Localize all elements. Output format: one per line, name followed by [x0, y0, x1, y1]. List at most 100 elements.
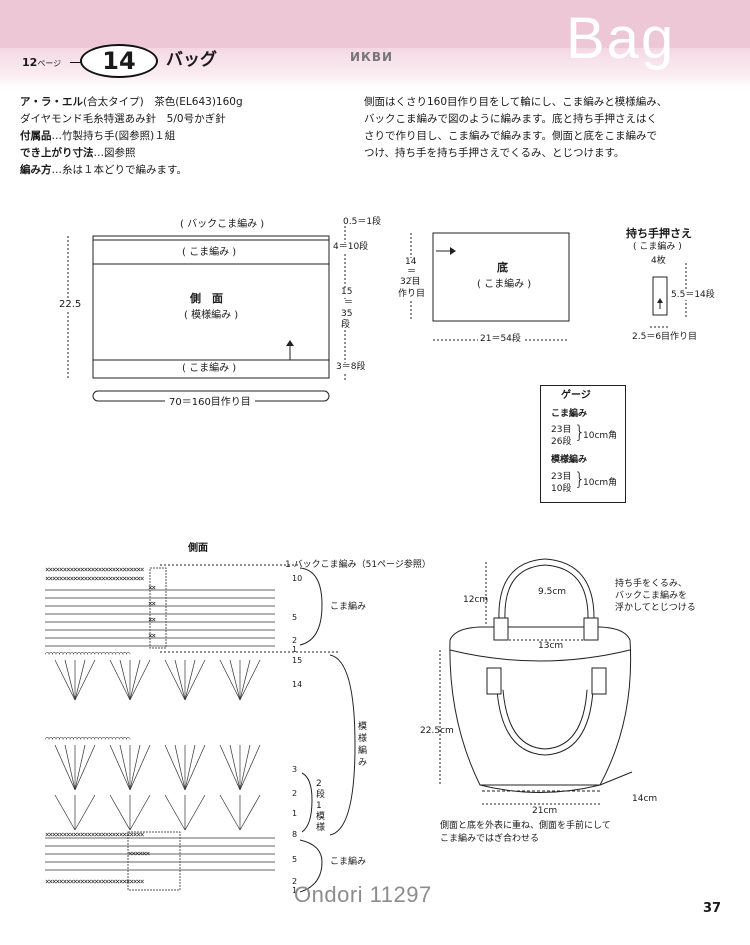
- material-size: でき上がり寸法…図参照: [20, 148, 136, 159]
- gauge-box: ゲージ こま編み 23目 26段 } 10cm角 模様編み 23目 10段 } …: [540, 385, 626, 503]
- bottom-height-2: ＝: [407, 267, 417, 277]
- chart-section-mid-1: 模: [358, 722, 368, 732]
- material-method: 編み方…糸は１本どりで編みます。: [20, 165, 187, 176]
- chart-row-1-bottom: ××××××××××××××××××××××××××××: [45, 877, 144, 886]
- chart-section-bottom: こま編み: [330, 857, 367, 867]
- stamp-text: ИКВИ: [350, 50, 394, 64]
- chart-row-label-1a: 1: [292, 645, 298, 654]
- chart-row-label-5b: 5: [292, 855, 298, 864]
- chart-row-label-14: 14: [292, 680, 303, 689]
- side-band2-label: ( こま編み ): [182, 363, 237, 374]
- pattern-title: バッグ: [166, 50, 217, 70]
- side-row-3c: 35: [341, 309, 353, 319]
- material-size-label: でき上がり寸法: [20, 147, 94, 159]
- chart-repeat-1: 2: [316, 779, 322, 789]
- chart-section-mid-3: 編: [358, 746, 368, 756]
- chart-row-label-1b: 1: [292, 809, 298, 818]
- chart-row-label-3: 3: [292, 765, 298, 774]
- chart-row-label-10: 10: [292, 574, 303, 583]
- instruction-line-2: バックこま編みで図のように編みます。底と持ち手押さえはく: [364, 113, 657, 125]
- chart-section-mid-4: み: [358, 758, 368, 768]
- chart-row-label-2b: 2: [292, 789, 298, 798]
- bag-note1-line2: バックこま編みを: [615, 591, 688, 601]
- side-row-3a: 15: [341, 287, 353, 297]
- material-hook-text: ダイヤモンド毛糸特選あみ針 5/0号かぎ針: [20, 113, 226, 125]
- bottom-stitch: ( こま編み ): [477, 279, 532, 290]
- page-ref-unit: ページ: [37, 59, 62, 68]
- chart-row-back-sc: ××××××××××××××××××××××××××××: [45, 565, 144, 574]
- material-accessory-text: …竹製持ち手(図参照)１組: [51, 130, 176, 142]
- chart-row-15: ⌒⌒⌒⌒⌒⌒⌒⌒⌒⌒⌒⌒⌒⌒⌒⌒⌒⌒⌒⌒⌒⌒⌒⌒: [45, 649, 130, 658]
- gauge-stitch2-c: 10cm角: [583, 478, 618, 488]
- bottom-name: 底: [497, 261, 508, 274]
- chart-row-label-15: 15: [292, 656, 303, 665]
- instruction-line-3: さりで作り目し、こま編みで編みます。側面と底をこま編みで: [364, 130, 657, 142]
- chart-row-label-2a: 2: [292, 636, 298, 645]
- chart-col-d: ××: [148, 631, 156, 640]
- chart-row-4: ⌒⌒⌒⌒⌒⌒⌒⌒⌒⌒⌒⌒⌒⌒⌒⌒⌒⌒⌒⌒⌒⌒⌒⌒: [45, 734, 130, 743]
- bag-dim-22-5: 22.5cm: [420, 726, 454, 736]
- chart-row-label-2c: 2: [292, 877, 298, 886]
- chart-section-mid-2: 様: [358, 734, 368, 744]
- chart-col-a: ××: [148, 583, 156, 592]
- side-row-2: 4＝10段: [333, 242, 369, 252]
- chart-title: 側面: [188, 543, 208, 554]
- gauge-stitch1-b: 26段: [551, 437, 572, 447]
- gauge-stitch2: 模様編み: [551, 455, 588, 465]
- side-pattern-label: ( 模様編み ): [184, 310, 239, 321]
- material-method-text: …糸は１本どりで編みます。: [51, 164, 187, 176]
- side-row-4: 3＝8段: [336, 362, 366, 372]
- chart-section-top: こま編み: [330, 602, 367, 612]
- material-yarn-text: (合太タイプ) 茶色(EL643)160g: [83, 96, 243, 108]
- side-top-band-label: ( バックこま編み ): [180, 219, 265, 230]
- bag-note2-line2: こま編みではぎ合わせる: [440, 834, 540, 844]
- gauge-stitch2-b: 10段: [551, 484, 572, 494]
- holder-count: 4枚: [651, 256, 666, 266]
- bag-dim-21: 21cm: [532, 806, 558, 816]
- bag-dim-13: 13cm: [538, 641, 564, 651]
- watermark: Ondori 11297: [294, 882, 432, 907]
- chart-repeat-5: 様: [316, 823, 326, 833]
- bottom-height-1: 14: [405, 257, 417, 267]
- instruction-line-4: つけ、持ち手を持ち手押さえでくるみ、とじつけます。: [364, 147, 625, 159]
- english-title: Bag: [566, 6, 676, 71]
- material-hook: ダイヤモンド毛糸特選あみ針 5/0号かぎ針: [20, 114, 226, 125]
- side-row-3b: ＝: [344, 298, 354, 308]
- page-ref-number: 12: [22, 56, 38, 69]
- gauge-stitch1: こま編み: [551, 409, 588, 419]
- page-number: 37: [703, 901, 722, 916]
- chart-row-label-8: 8: [292, 830, 298, 839]
- side-name: 側 面: [190, 292, 223, 305]
- material-yarn: ア・ラ・エル(合太タイプ) 茶色(EL643)160g: [20, 97, 243, 108]
- chart-row-sc-bottom: ××××××××××××××××××××××××××××: [45, 830, 144, 839]
- gauge-stitch1-a: 23目: [551, 425, 572, 435]
- material-size-text: …図参照: [93, 147, 136, 159]
- pattern-number: 14: [80, 44, 158, 78]
- bag-dim-14: 14cm: [632, 794, 658, 804]
- bag-note2-line1: 側面と底を外表に重ね、側面を手前にして: [440, 821, 611, 831]
- material-method-label: 編み方: [20, 164, 52, 176]
- side-row-1: 0.5＝1段: [343, 217, 382, 227]
- page-ref-line: [70, 62, 82, 63]
- gauge-brace-1: }: [574, 422, 586, 443]
- chart-repeat-3: 1: [316, 801, 322, 811]
- side-band1-label: ( こま編み ): [182, 247, 237, 258]
- holder-height: 5.5＝14段: [671, 290, 715, 300]
- page-reference: 12ページ: [22, 57, 61, 68]
- gauge-stitch1-c: 10cm角: [583, 431, 618, 441]
- chart-repeat-2: 段: [316, 790, 326, 800]
- chart-repeat-4: 模: [316, 812, 326, 822]
- bag-dim-9-5: 9.5cm: [538, 587, 567, 597]
- chart-col-b: ××: [148, 599, 156, 608]
- instruction-line-1: 側面はくさり160目作り目をして輪にし、こま編みと模様編み、: [364, 96, 668, 108]
- chart-row-label-5a: 5: [292, 613, 298, 622]
- bottom-height-4: 作り目: [398, 289, 426, 299]
- gauge-brace-2: }: [574, 469, 586, 490]
- bottom-height-3: 32目: [400, 277, 421, 287]
- holder-stitch: ( こま編み ): [633, 242, 682, 252]
- chart-col-e: ××××××: [128, 849, 150, 858]
- holder-width: 2.5＝6目作り目: [632, 332, 698, 342]
- material-accessory: 付属品…竹製持ち手(図参照)１組: [20, 131, 175, 142]
- chart-col-c: ××: [148, 615, 156, 624]
- holder-title: 持ち手押さえ: [626, 227, 692, 240]
